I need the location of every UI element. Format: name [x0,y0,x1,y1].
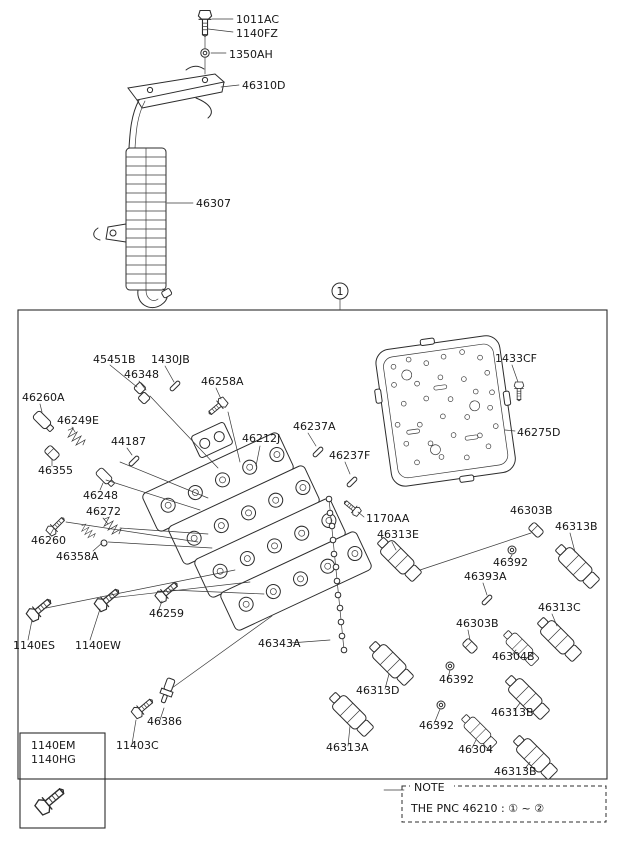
part-label-1140hg: 1140HG [31,753,76,766]
bolt-1140es-drawing [24,594,56,624]
ring-46392-1-drawing [507,545,517,555]
part-label-1140em: 1140EM [31,739,75,752]
note-title: NOTE [414,781,445,794]
pin-44187-drawing [127,454,141,468]
bolt-1140em-drawing [32,783,70,818]
callout-1-circle [331,282,349,300]
note-box: NOTE THE PNC 46210 : ① ~ ② [383,780,607,823]
part-label-1140fz: 1140FZ [236,27,278,40]
bolt-1140ew-drawing [92,584,124,614]
top-assembly-drawing: 1011AC 1140FZ 1350AH 46310D 46307 [93,9,285,309]
part-label-46275d: 46275D [517,426,560,439]
leader-lines [27,364,576,771]
part-label-46237f: 46237F [329,449,370,462]
ring-46392-3-drawing [436,700,446,710]
part-label-1140ew: 1140EW [75,639,121,652]
part-label-1011ac: 1011AC [236,13,279,26]
part-label-46258a: 46258A [201,375,244,388]
bolt-1433cf-drawing [513,381,525,402]
bolt-1011ac-drawing [197,9,213,37]
part-label-46393a: 46393A [464,570,507,583]
bracket-46310d-drawing [127,65,226,119]
part-label-46313a: 46313A [326,741,369,754]
ball-46358a-drawing [100,539,108,547]
solenoid-46313c-drawing [533,613,584,664]
part-label-46355: 46355 [38,464,73,477]
valve-46260a-drawing [31,409,56,434]
callout-1-number: 1 [337,285,344,298]
part-label-46303b-2: 46303B [456,617,499,630]
part-label-46343a: 46343A [258,637,301,650]
part-label-1433cf: 1433CF [495,352,537,365]
pin-46237a-drawing [311,445,325,459]
part-label-46313c: 46313C [538,601,581,614]
valve-46248-drawing [94,466,117,489]
part-label-46272: 46272 [86,505,121,518]
pin-46393a-drawing [480,593,494,607]
part-label-11403c: 11403C [116,739,159,752]
part-label-1350ah: 1350AH [229,48,273,61]
part-label-46313d: 46313D [356,684,399,697]
part-label-46259: 46259 [149,607,184,620]
part-label-46249e: 46249E [57,414,99,427]
part-label-46248: 46248 [83,489,118,502]
solenoid-46313d-drawing [365,637,416,688]
part-label-46304: 46304 [458,743,493,756]
part-label-46304b: 46304B [492,650,535,663]
inset-box-border [19,732,106,829]
part-label-1430jb: 1430JB [151,353,190,366]
ring-46392-2-drawing [445,661,455,671]
part-label-46313b-1: 46313B [555,520,598,533]
part-label-46386: 46386 [147,715,182,728]
separator-plate-46275d-drawing [374,335,516,487]
note-box-border [401,785,607,823]
part-label-45451b: 45451B [93,353,136,366]
cap-46303b-1-drawing [527,521,545,539]
solenoid-46313e-drawing [373,533,424,584]
spring-46249e-drawing [64,426,87,449]
part-label-46303b-1: 46303B [510,504,553,517]
part-label-46313b-2: 46313B [491,706,534,719]
part-label-46310d: 46310D [242,79,285,92]
note-body: THE PNC 46210 : ① ~ ② [410,802,544,815]
retainer-chain-46343a-drawing [325,495,348,654]
part-label-46392-1: 46392 [493,556,528,569]
part-label-46260: 46260 [31,534,66,547]
part-label-46260a: 46260A [22,391,65,404]
part-label-44187: 44187 [111,435,146,448]
part-label-1140es: 1140ES [13,639,55,652]
part-label-46358a: 46358A [56,550,99,563]
part-label-1170aa: 1170AA [366,512,410,525]
main-assembly-border [17,309,608,780]
solenoid-46313b-1-drawing [551,540,602,591]
part-label-46237a: 46237A [293,420,336,433]
part-label-46348: 46348 [124,368,159,381]
part-label-46307: 46307 [196,197,231,210]
part-label-46313b-3: 46313B [494,765,537,778]
main-assembly-drawing: 1 [13,282,608,782]
pin-1430jb-drawing [168,379,182,393]
part-label-46313e: 46313E [377,528,419,541]
part-label-46392-2: 46392 [439,673,474,686]
pin-46237f-drawing [345,475,359,489]
part-label-46392-3: 46392 [419,719,454,732]
bolt-1170aa-drawing [341,497,363,518]
cooler-46307-drawing [93,99,173,309]
washer-1350ah-drawing [200,48,210,58]
sensor-46386-drawing [159,677,176,704]
inset-bolt-box: 1140EM 1140HG [19,732,106,829]
part-label-46212j: 46212J [242,432,280,445]
bolt-46258a-drawing [205,395,230,419]
